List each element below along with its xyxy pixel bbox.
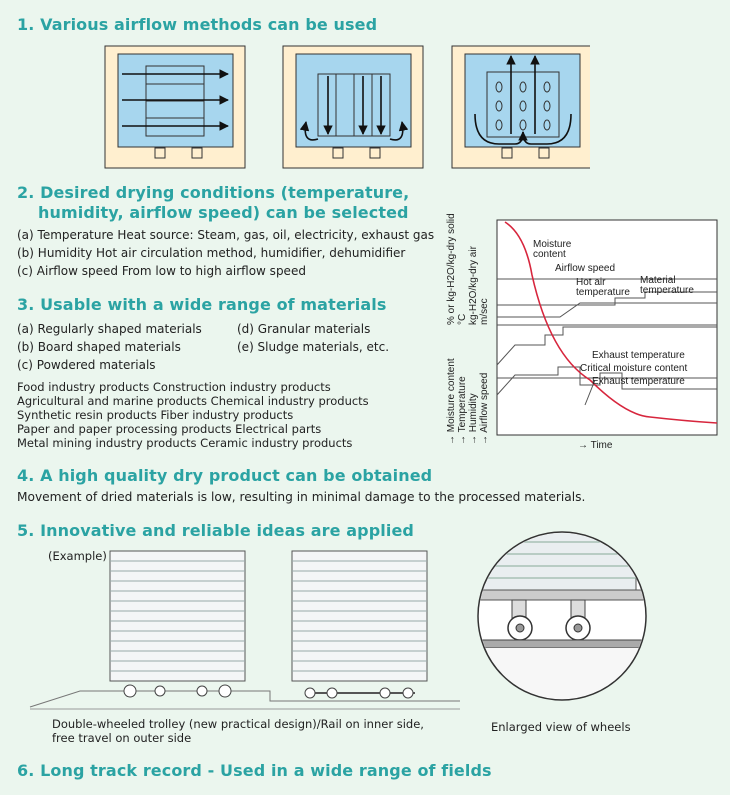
section-4-title: 4. A high quality dry product can be obt… — [17, 466, 433, 485]
industry-line: Synthetic resin products Fiber industry … — [17, 408, 294, 422]
industry-line: Paper and paper processing products Elec… — [17, 422, 322, 436]
section-1-title: 1. Various airflow methods can be used — [17, 15, 378, 34]
industry-line: Agricultural and marine products Chemica… — [17, 394, 369, 408]
diagram-through-flow — [451, 45, 590, 169]
chart-yaxis-label: → Airflow speed — [479, 373, 490, 445]
condition-humidity: (b) Humidity Hot air circulation method,… — [17, 246, 406, 260]
diagram-vertical-flow — [282, 45, 424, 169]
example-label: (Example) — [48, 549, 107, 563]
chart-yaxis-label: → Moisture content — [446, 358, 457, 445]
section-5-title: 5. Innovative and reliable ideas are app… — [17, 521, 414, 540]
material-item: (a) Regularly shaped materials — [17, 322, 202, 336]
annotation-exhaust-2: Exhaust temperature — [592, 376, 685, 387]
industry-line: Metal mining industry products Ceramic i… — [17, 436, 353, 450]
chart-ylabel: % or kg-H2O/kg-dry solid — [446, 213, 457, 325]
annotation-material: temperature — [640, 285, 694, 296]
condition-airflow: (c) Airflow speed From low to high airfl… — [17, 264, 306, 278]
section-2-title-line-1: 2. Desired drying conditions (temperatur… — [17, 183, 410, 202]
annotation-moisture: Moisture — [533, 239, 572, 250]
industry-line: Food industry products Construction indu… — [17, 380, 331, 394]
condition-temperature: (a) Temperature Heat source: Steam, gas,… — [17, 228, 435, 242]
annotation-airflow: Airflow speed — [555, 263, 615, 274]
chart-ylabel: m/sec — [479, 298, 490, 325]
material-temperature-line — [497, 302, 717, 318]
trolley-caption-line-1: Double-wheeled trolley (new practical de… — [52, 717, 424, 731]
section-6-title: 6. Long track record - Used in a wide ra… — [17, 761, 492, 780]
trolley-caption-line-2: free travel on outer side — [52, 731, 192, 745]
annotation-material: Material — [640, 275, 676, 286]
annotation-moisture: content — [533, 249, 566, 260]
material-item: (d) Granular materials — [237, 322, 371, 336]
section-2-title-line-2: humidity, airflow speed) can be selected — [38, 203, 409, 222]
airflow-diagrams — [104, 45, 590, 169]
material-item: (e) Sludge materials, etc. — [237, 340, 390, 354]
wheel-enlarged-view — [477, 531, 647, 701]
drying-conditions-chart: % or kg-H2O/kg-dry solid °C kg-H2O/kg-dr… — [446, 213, 718, 451]
annotation-hotair: Hot air — [576, 277, 606, 288]
chart-yaxis-label: → Humidity — [468, 393, 479, 445]
annotation-critical: Critical moisture content — [580, 363, 687, 374]
material-item: (b) Board shaped materials — [17, 340, 181, 354]
trolley-left — [109, 550, 246, 698]
enlarged-view-caption: Enlarged view of wheels — [491, 720, 631, 734]
material-item: (c) Powdered materials — [17, 358, 156, 372]
moisture-content-curve — [504, 221, 718, 424]
chart-ylabel: kg-H2O/kg-dry air — [468, 245, 479, 325]
chart-ylabel: °C — [457, 314, 468, 325]
diagram-horizontal-flow — [104, 45, 246, 169]
chart-yaxis-label: → Temperature — [457, 376, 468, 445]
trolley-illustration — [29, 550, 460, 710]
annotation-exhaust: Exhaust temperature — [592, 350, 685, 361]
section-4-text: Movement of dried materials is low, resu… — [17, 490, 586, 504]
section-3-title: 3. Usable with a wide range of materials — [17, 295, 387, 314]
hot-air-temperature-line — [497, 291, 717, 306]
exhaust-temperature-line — [496, 326, 717, 366]
chart-xlabel: → Time — [578, 440, 613, 451]
annotation-hotair: temperature — [576, 287, 630, 298]
trolley-right — [291, 550, 428, 699]
